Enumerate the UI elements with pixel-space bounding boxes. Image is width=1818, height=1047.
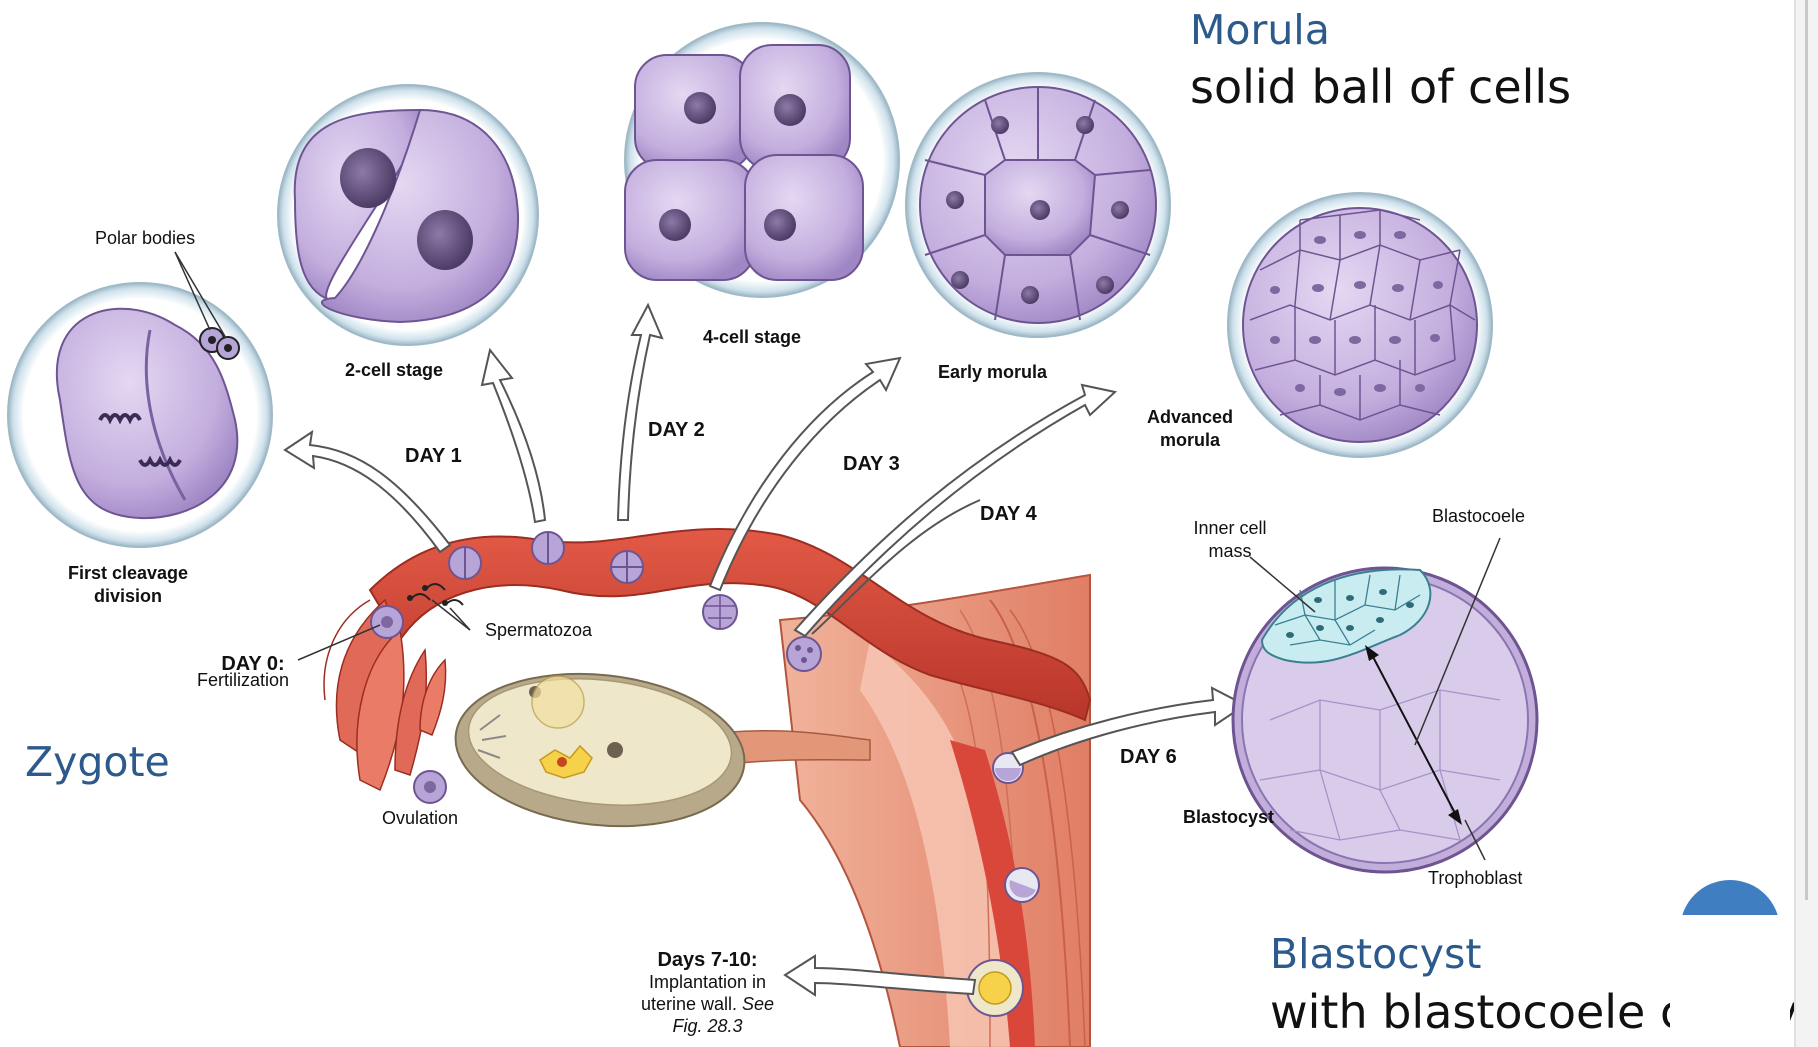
blastocyst-small-label: Blastocyst	[1183, 807, 1274, 829]
implantation-fig-label: Fig. 28.3	[630, 1016, 785, 1038]
zygote-heading: Zygote	[25, 738, 170, 786]
slide-edge-line	[1805, 0, 1808, 900]
early-morula-label: Early morula	[938, 362, 1047, 384]
advanced-morula-label-2: morula	[1140, 430, 1240, 452]
ovulation-label: Ovulation	[382, 808, 458, 830]
first-cleavage-label: First cleavage	[58, 563, 198, 585]
zygote-illustration	[8, 252, 272, 547]
inner-cell-mass-label: Inner cell	[1180, 518, 1280, 540]
two-cell-illustration	[278, 85, 538, 345]
morula-description: solid ball of cells	[1190, 60, 1571, 114]
progression-arrows	[285, 305, 1245, 995]
days-7-10-label: Days 7-10:	[630, 948, 785, 972]
day3-label: DAY 3	[843, 452, 900, 476]
advanced-morula-label: Advanced	[1140, 407, 1240, 429]
day1-label: DAY 1	[405, 444, 462, 468]
blastocoele-label: Blastocoele	[1432, 506, 1525, 528]
day4-label: DAY 4	[980, 502, 1037, 526]
fertilization-label: Fertilization	[188, 670, 298, 692]
four-cell-label: 4-cell stage	[703, 327, 801, 349]
four-cell-illustration	[625, 23, 899, 297]
ovulated-oocyte	[414, 771, 446, 803]
first-cleavage-label-2: division	[58, 586, 198, 608]
polar-bodies-label: Polar bodies	[95, 228, 195, 250]
inner-cell-mass-label-2: mass	[1180, 541, 1280, 563]
day2-label: DAY 2	[648, 418, 705, 442]
two-cell-label: 2-cell stage	[345, 360, 443, 382]
implantation-label-1: Implantation in	[630, 972, 785, 994]
blastocyst-heading: Blastocyst	[1270, 930, 1481, 978]
slide-edge-bar	[1794, 0, 1818, 1047]
spermatozoa-label: Spermatozoa	[485, 620, 592, 642]
advanced-morula-illustration	[1228, 193, 1492, 457]
early-morula-illustration	[906, 73, 1170, 337]
trophoblast-label: Trophoblast	[1428, 868, 1522, 890]
implantation-label-2: uterine wall. See	[630, 994, 785, 1016]
slide-number-mask	[1670, 915, 1790, 1045]
blastocyst-illustration	[1233, 538, 1537, 872]
morula-heading: Morula	[1190, 6, 1330, 54]
fertilized-oocyte	[371, 606, 403, 638]
day6-label: DAY 6	[1120, 745, 1177, 769]
